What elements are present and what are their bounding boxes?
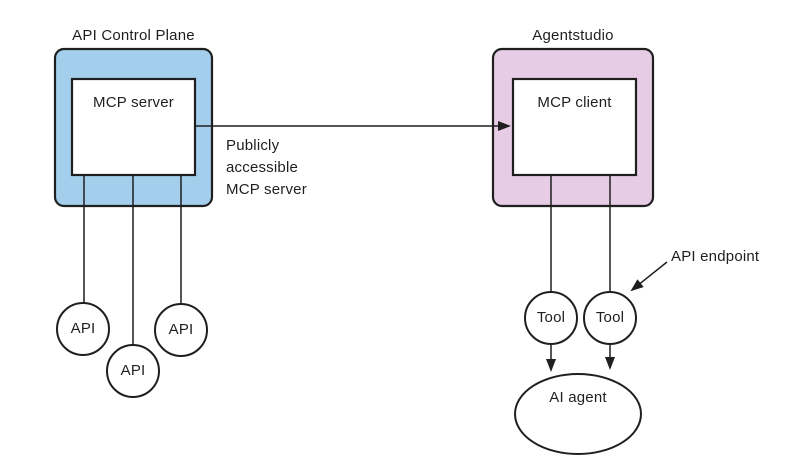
mcp-client-label: MCP client — [537, 94, 612, 111]
api-node-circle-2 — [106, 344, 160, 398]
api-node-circle-3 — [154, 303, 208, 357]
tool-node-label-1: Tool — [536, 309, 566, 326]
api-node-circle-1 — [56, 302, 110, 356]
api-control-plane-title: API Control Plane — [72, 27, 195, 44]
connection-label: Publicly accessible MCP server — [226, 137, 307, 198]
api-endpoint-label: API endpoint — [671, 248, 760, 265]
mcp-server-label: MCP server — [93, 94, 174, 111]
tool-node-circle-1 — [524, 291, 578, 345]
agentstudio-title: Agentstudio — [532, 27, 614, 44]
tool-node-circle-2 — [583, 291, 637, 345]
api-node-label-3: API — [168, 321, 194, 338]
tool-node-label-2: Tool — [595, 309, 625, 326]
mcp-client-box — [511, 77, 638, 177]
api-node-label-2: API — [120, 362, 146, 379]
ai-agent-ellipse — [514, 373, 642, 455]
ai-agent-label: AI agent — [549, 389, 607, 406]
api-endpoint-arrow — [630, 261, 668, 292]
api-node-label-1: API — [70, 320, 96, 337]
